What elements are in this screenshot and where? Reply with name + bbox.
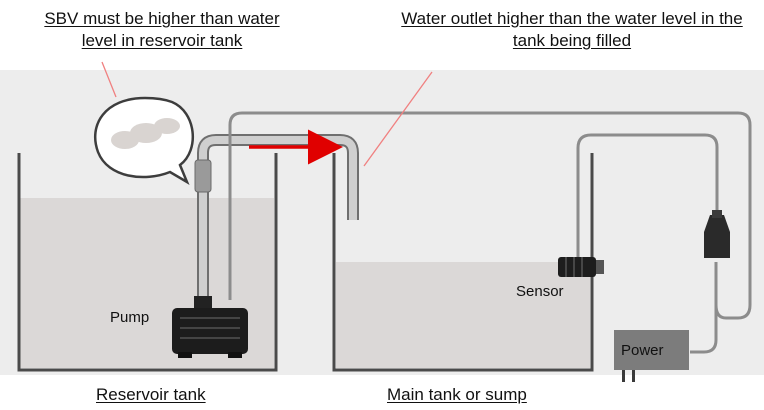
sbv-callout: [93, 61, 194, 185]
sbv-annotation: SBV must be higher than water level in r…: [44, 9, 280, 50]
controller-unit: [704, 210, 730, 258]
outlet-pointer-line: [363, 71, 433, 167]
outlet-annotation: Water outlet higher than the water level…: [401, 9, 743, 50]
main-tank: [332, 153, 594, 372]
power-cable: [690, 262, 718, 354]
reservoir-caption: Reservoir tank: [96, 385, 206, 404]
sbv-pointer-line: [101, 61, 117, 98]
power-label: Power: [621, 342, 664, 359]
sbv-icon: [111, 118, 180, 149]
pump: [172, 296, 248, 358]
sensor-cable: [576, 133, 719, 262]
sensor-label: Sensor: [516, 283, 564, 300]
main-tank-water: [336, 262, 590, 368]
sbv-valve: [194, 159, 212, 193]
outlet-pipe: [197, 134, 359, 312]
level-sensor: [558, 257, 604, 277]
pump-label: Pump: [110, 309, 150, 326]
control-cable: [228, 111, 752, 320]
main-tank-caption: Main tank or sump: [387, 385, 527, 404]
reservoir-walls: [17, 153, 278, 372]
power-supply: [614, 330, 689, 382]
